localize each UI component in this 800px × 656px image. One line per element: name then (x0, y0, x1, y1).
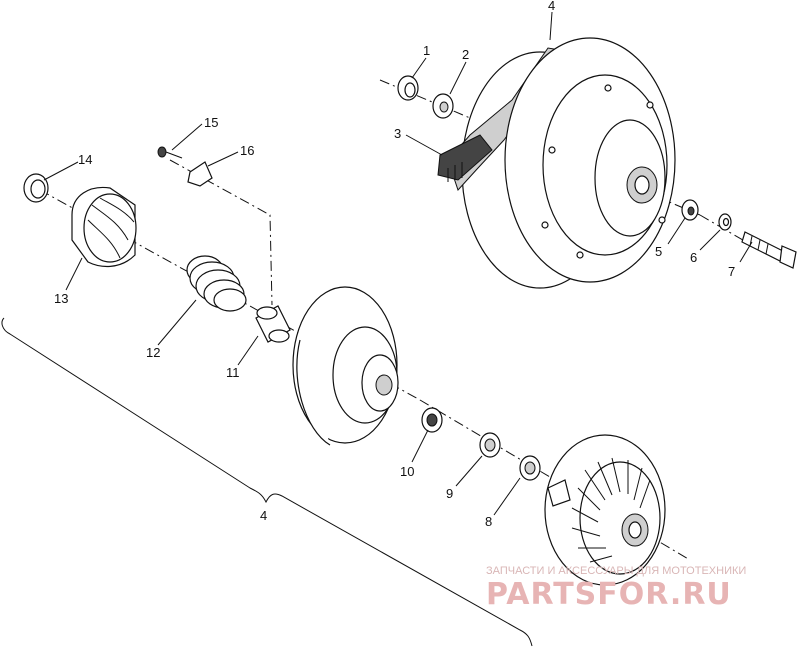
callout-2: 2 (462, 47, 469, 62)
snap-ring-14 (23, 173, 49, 203)
cam-13 (71, 186, 137, 267)
drive-clutch-assembly (447, 37, 676, 289)
screw-15 (157, 146, 183, 159)
callout-11: 11 (226, 365, 240, 380)
moveable-sheave (544, 434, 666, 586)
callout-5: 5 (655, 244, 662, 259)
washer-1 (397, 75, 419, 101)
callout-7: 7 (728, 264, 735, 279)
callout-4-top: 4 (548, 0, 555, 13)
group-bracket (1, 317, 533, 647)
callout-10: 10 (400, 464, 414, 479)
callout-9: 9 (446, 486, 453, 501)
callout-1: 1 (423, 43, 430, 58)
watermark-tagline: ЗАПЧАСТИ И АКСЕССУАРЫ ДЛЯ МОТОТЕХНИКИ (486, 565, 746, 577)
callout-14: 14 (78, 152, 92, 167)
watermark-logo: PARTSFOR.RU (486, 577, 732, 612)
washer-2 (432, 93, 454, 119)
callout-8: 8 (485, 514, 492, 529)
washer-9 (479, 432, 501, 458)
spring-12 (186, 255, 247, 312)
bushing-11 (255, 305, 291, 343)
watermark: ЗАПЧАСТИ И АКСЕССУАРЫ ДЛЯ МОТОТЕХНИКИ PA… (486, 565, 746, 612)
callout-13: 13 (54, 291, 68, 306)
button-16 (187, 161, 213, 187)
bushing-10 (421, 407, 443, 433)
stationary-sheave (292, 286, 399, 446)
bolt-7 (741, 231, 797, 269)
leader-lines (43, 11, 753, 516)
callout-4-group: 4 (260, 508, 267, 523)
washer-8 (519, 455, 541, 481)
callout-3: 3 (394, 126, 401, 141)
washer-5 (681, 199, 699, 221)
callout-12: 12 (146, 345, 160, 360)
callout-numbers: 1 2 3 4 5 6 7 8 9 10 11 12 13 14 15 16 4 (54, 0, 735, 529)
callout-16: 16 (240, 143, 254, 158)
callout-15: 15 (204, 115, 218, 130)
callout-6: 6 (690, 250, 697, 265)
washer-6 (718, 213, 732, 231)
belt-segment (437, 134, 493, 182)
